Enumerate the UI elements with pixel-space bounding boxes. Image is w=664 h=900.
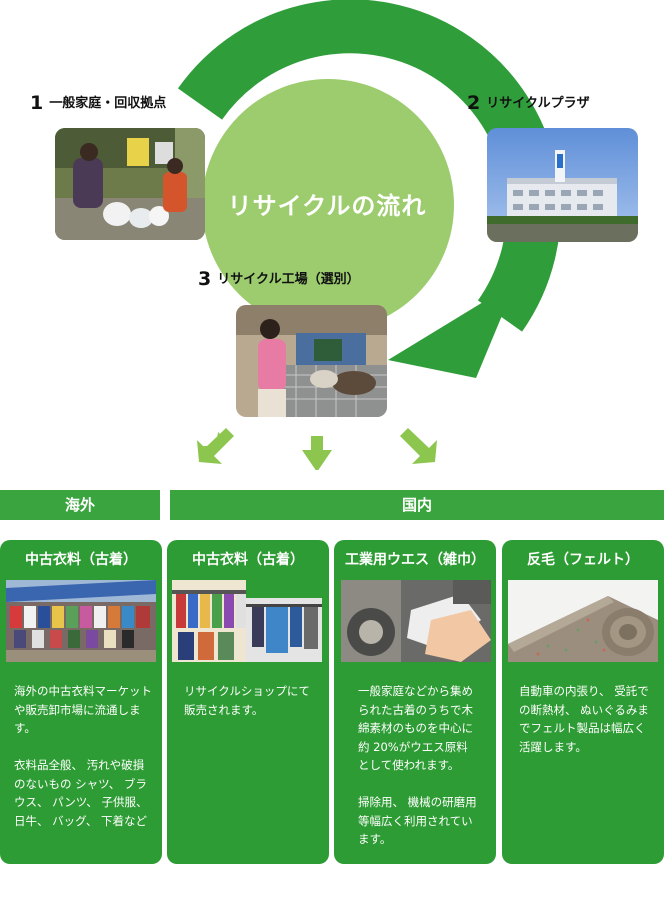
step-3-label: 3 リサイクル工場（選別）	[198, 268, 360, 290]
step-1-number: 1	[30, 92, 44, 114]
cycle-arrow-head	[388, 282, 516, 378]
card-recycled-felt: 反毛（フェルト） 自動車の内張り、 受託での断熱材、 ぬいぐるみまでフェルト製品…	[502, 540, 664, 864]
step-2-text: リサイクルプラザ	[486, 96, 590, 111]
card-4-title: 反毛（フェルト）	[527, 552, 639, 568]
step-1-label: 1 一般家庭・回収拠点	[30, 92, 166, 114]
step-2-number: 2	[467, 92, 481, 114]
photo-household-collection	[55, 128, 205, 240]
center-circle	[202, 79, 454, 331]
step-3-text: リサイクル工場（選別）	[217, 272, 360, 287]
card-4-photo	[508, 580, 658, 662]
photo-recycle-factory	[236, 305, 387, 417]
card-3-description: 一般家庭などから集められた古着のうちで木綿素材のものを中心に約 20%がウエス原…	[358, 682, 478, 849]
down-arrow-right	[400, 428, 437, 464]
card-3-photo	[341, 580, 491, 662]
photo-recycle-plaza	[487, 128, 638, 242]
card-1-photo	[6, 580, 156, 662]
card-4-description: 自動車の内張り、 受託での断熱材、 ぬいぐるみまでフェルト製品は幅広く活躍します…	[519, 682, 653, 756]
card-1-paragraph-2: 衣料品全般、 汚れや破損のないもの シャツ、 ブラウス、 パンツ、 子供服、 日…	[14, 758, 148, 828]
card-3-paragraph-1: 一般家庭などから集められた古着のうちで木綿素材のものを中心に約 20%がウエス原…	[358, 684, 473, 772]
card-2-title: 中古衣料（古着）	[192, 552, 304, 568]
card-1-title: 中古衣料（古着）	[25, 552, 137, 568]
card-2-photo-right	[246, 598, 322, 662]
card-1-description: 海外の中古衣料マーケットや販売卸市場に流通します。 衣料品全般、 汚れや破損のな…	[14, 682, 152, 830]
step-3-number: 3	[198, 268, 212, 290]
region-overseas-bar: 海外	[0, 490, 160, 520]
cycle-title: リサイクルの流れ	[227, 192, 427, 220]
card-2-description: リサイクルショップにて販売されます。	[184, 682, 318, 719]
down-arrow-left	[197, 428, 234, 464]
card-1-paragraph-1: 海外の中古衣料マーケットや販売卸市場に流通します。	[14, 684, 152, 735]
card-3-paragraph-2: 掃除用、 機械の研磨用等幅広く利用されています。	[358, 795, 477, 846]
card-domestic-used-clothing: 中古衣料（古着） リサイクルショップにて販売されます。	[167, 540, 329, 864]
card-2-paragraph-1: リサイクルショップにて販売されます。	[184, 684, 310, 717]
step-1-text: 一般家庭・回収拠点	[49, 96, 167, 111]
down-arrow-center	[302, 436, 332, 470]
step-2-label: 2 リサイクルプラザ	[467, 92, 590, 114]
card-overseas-used-clothing: 中古衣料（古着） 海外の中古衣料マーケットや販売卸市場に流通します。 衣料品全般…	[0, 540, 162, 864]
region-domestic-bar: 国内	[170, 490, 664, 520]
card-4-paragraph-1: 自動車の内張り、 受託での断熱材、 ぬいぐるみまでフェルト製品は幅広く活躍します…	[519, 684, 649, 754]
card-3-title: 工業用ウエス（雑巾）	[345, 552, 485, 568]
card-industrial-rags: 工業用ウエス（雑巾） 一般家庭などから集められた古着のうちで木綿素材のものを中心…	[334, 540, 496, 864]
card-2-photo-left	[172, 580, 246, 662]
